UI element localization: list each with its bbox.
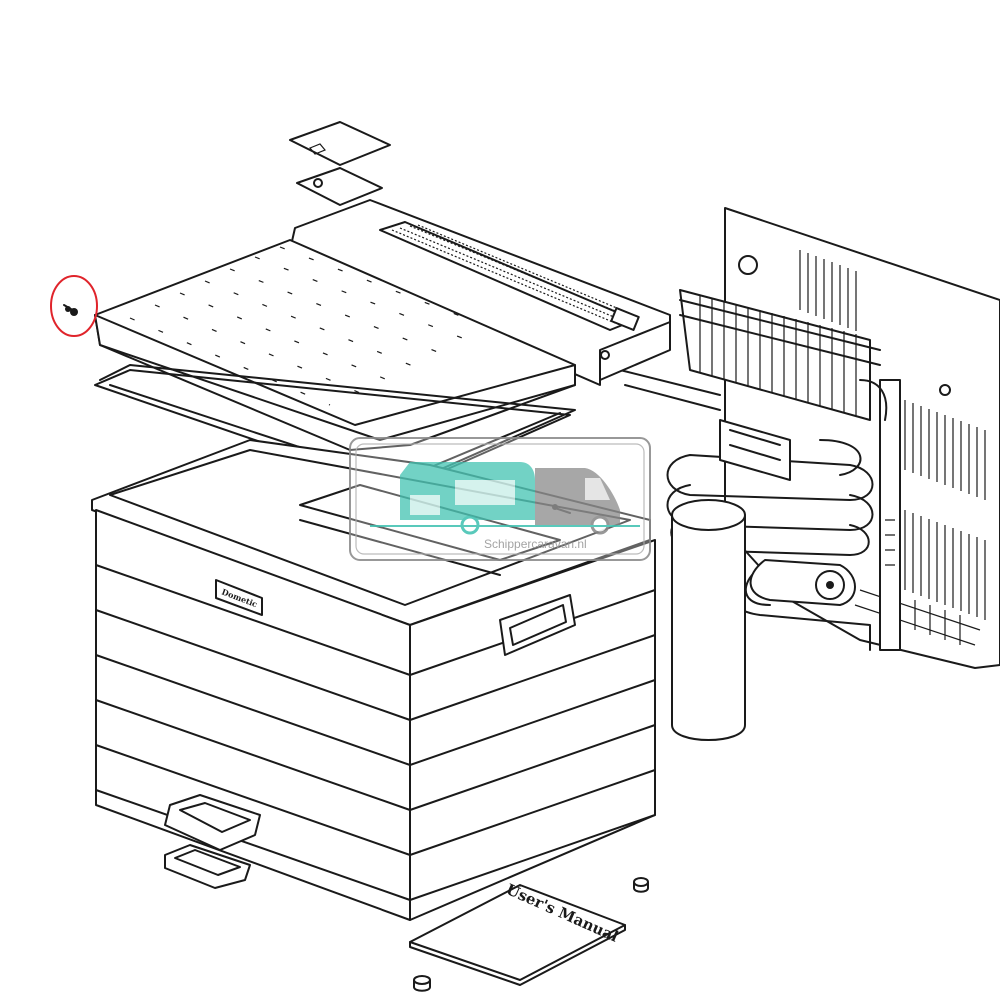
foot-bottom [413, 975, 431, 992]
highlight-circle [50, 275, 98, 337]
absorber-tube [879, 379, 901, 651]
brand-badge: Dometic [215, 579, 263, 616]
small-cover-plate [289, 121, 391, 166]
watermark: Schippercaravan.nl [349, 437, 651, 561]
control-panel-housing [289, 199, 671, 386]
burner-bracket [719, 419, 791, 481]
screw-fastener [63, 304, 78, 316]
front-ribs [95, 564, 411, 901]
flue-cylinder [671, 499, 746, 741]
condenser-fins [679, 289, 881, 421]
watermark-text: Schippercaravan.nl [484, 537, 587, 551]
foot-right [633, 877, 649, 893]
control-knob-icon [600, 350, 610, 360]
side-handle [499, 594, 576, 656]
plate-hole [738, 255, 758, 275]
refrigerator-box: Dometic [91, 439, 656, 921]
lid-vent-holes [129, 246, 511, 406]
rear-vent-grille [799, 250, 986, 646]
drain-tray [164, 794, 261, 889]
small-gasket-plate [296, 167, 383, 206]
